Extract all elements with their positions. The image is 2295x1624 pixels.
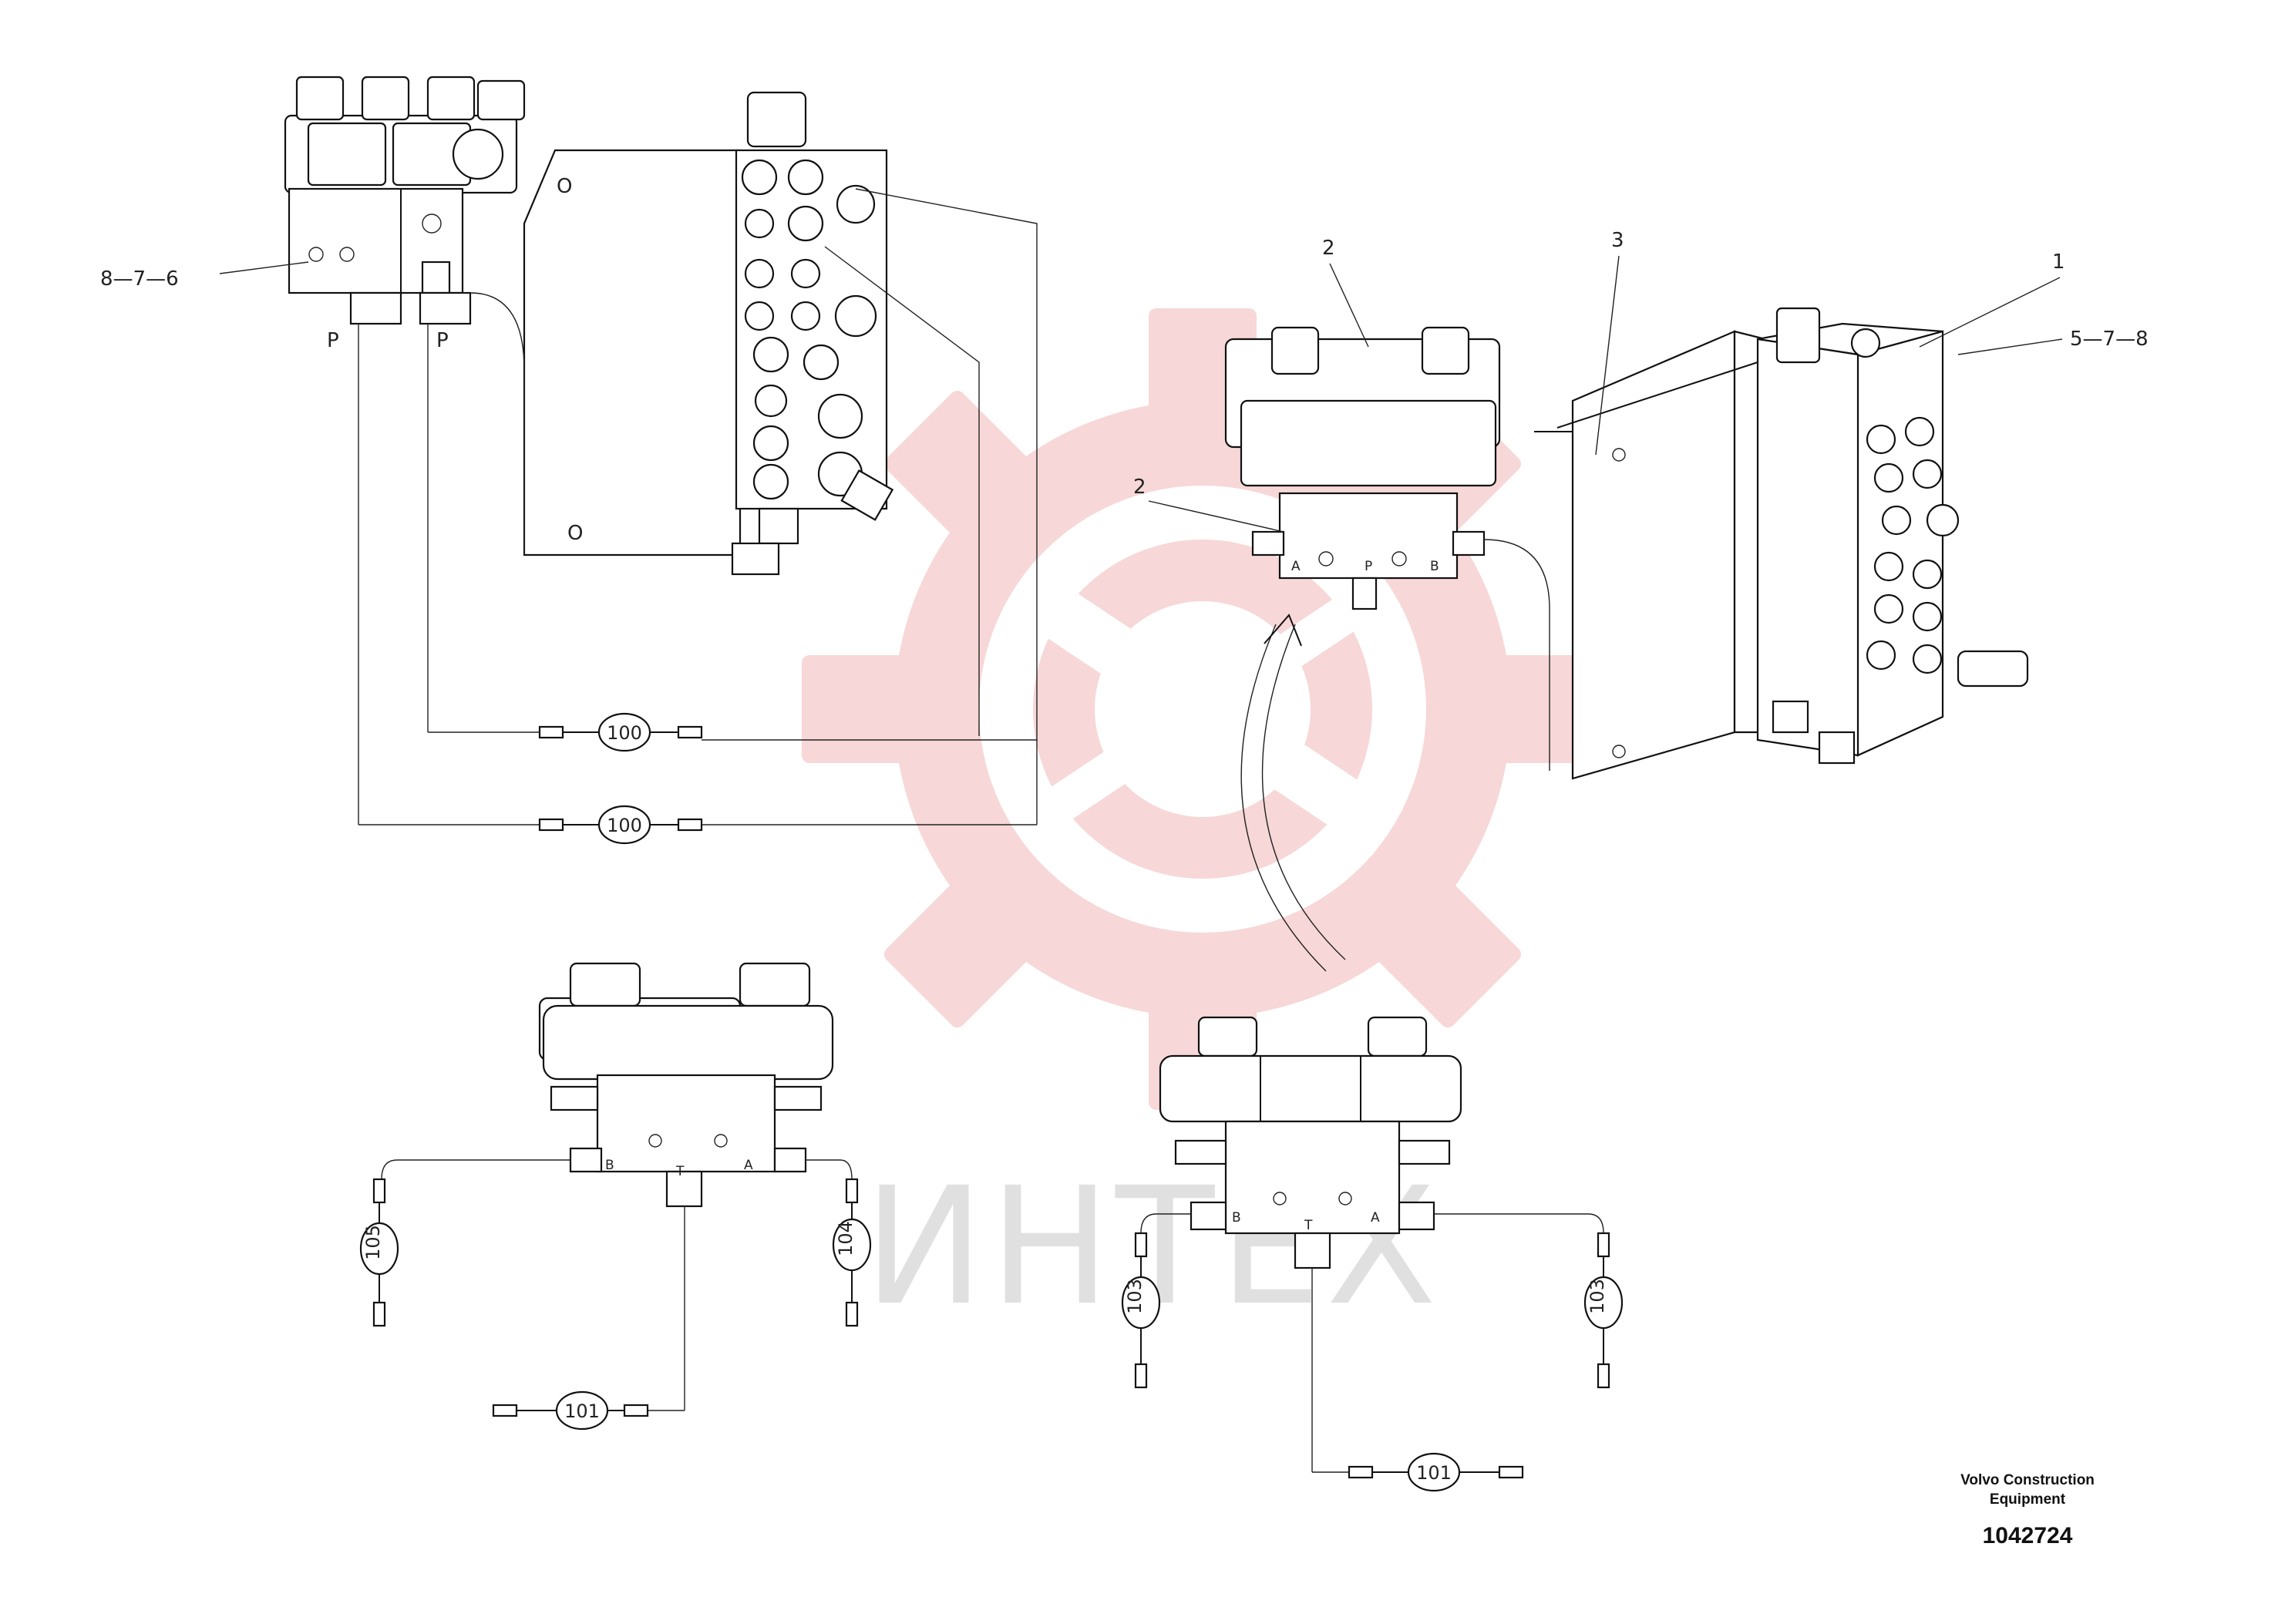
port-p-top: P (1365, 559, 1372, 574)
hose-label-101-left: 101 (564, 1400, 600, 1422)
callout-8-7-6: 8—7—6 (100, 267, 179, 291)
port-label-p1: P (327, 329, 339, 352)
hose-label-105: 105 (362, 1225, 384, 1260)
bracket (1571, 330, 1736, 780)
hose-label-101-right: 101 (1416, 1462, 1452, 1484)
br-base (1224, 1120, 1401, 1235)
coil-connector-2 (361, 76, 410, 121)
port-fitting-p2 (419, 291, 472, 325)
port-a-bl: A (744, 1158, 753, 1173)
block-fittings (1556, 361, 2029, 765)
callout-1: 1 (2052, 250, 2065, 274)
coil-connector-4 (476, 79, 526, 121)
hose-label-104: 104 (835, 1221, 856, 1256)
bl-base (596, 1074, 776, 1173)
port-t-br: T (1304, 1218, 1313, 1233)
mounting-plate (523, 149, 742, 556)
port-t-bl: T (675, 1164, 685, 1179)
coil-connector-3 (426, 76, 476, 121)
callout-3: 3 (1611, 229, 1624, 252)
bottom-right-valve: B T A (1140, 1016, 1604, 1473)
hose-label-100-lower: 100 (607, 815, 642, 836)
main-block-fittings (731, 159, 894, 576)
watermark-logo (802, 308, 1603, 1110)
hose-104: 104 (832, 1178, 872, 1327)
port-b-br: B (1232, 1210, 1241, 1226)
coil-connector-1 (295, 76, 345, 121)
hose-100-lower: 100 (538, 805, 703, 845)
rotation-arrow-head (1264, 614, 1302, 647)
brand-line-2: Equipment (1989, 1491, 2066, 1508)
coil-housing-1 (307, 122, 387, 187)
port-b-bl: B (605, 1158, 614, 1173)
brand-block: Volvo Construction Equipment 1042724 (1873, 1471, 2182, 1549)
hose-101-right: 101 (1348, 1452, 1524, 1492)
callout-2-lower: 2 (1133, 476, 1146, 499)
port-a-br: A (1371, 1210, 1380, 1226)
hose-label-103-left: 103 (1124, 1279, 1146, 1314)
hose-100-upper: 100 (538, 712, 703, 752)
port-fitting-p1 (349, 291, 402, 325)
hose-105: 105 (359, 1178, 399, 1327)
rotation-arrow-line-2 (1261, 624, 1346, 960)
hose-label-100-upper: 100 (607, 722, 642, 744)
drawing-number: 1042724 (1982, 1523, 2073, 1548)
hose-101-left: 101 (492, 1390, 649, 1431)
bottom-left-valve: B T A (381, 962, 853, 1411)
top-cap (746, 91, 807, 148)
top-right-assembly: 1 5—7—8 3 A P B 2 2 (1133, 229, 2149, 780)
callout-5-7-8: 5—7—8 (2070, 328, 2149, 351)
hose-103-right: 103 (1583, 1232, 1624, 1389)
hose-label-103-right: 103 (1587, 1279, 1608, 1314)
port-label-p2: P (436, 329, 449, 352)
solenoid-cap (452, 128, 504, 180)
hose-103-left: 103 (1121, 1232, 1161, 1389)
port-a-top: A (1291, 559, 1301, 574)
port-b-top: B (1430, 559, 1439, 574)
fitting-top (421, 261, 451, 294)
top-left-assembly: O O P P 8—7—6 (100, 76, 1038, 825)
plate-hole-label-1: O (557, 175, 572, 198)
callout-2-upper: 2 (1322, 237, 1335, 260)
brand-line-1: Volvo Construction (1960, 1472, 2095, 1488)
plate-hole-label-2: O (567, 522, 583, 545)
rotation-arrow-line (1240, 624, 1327, 972)
